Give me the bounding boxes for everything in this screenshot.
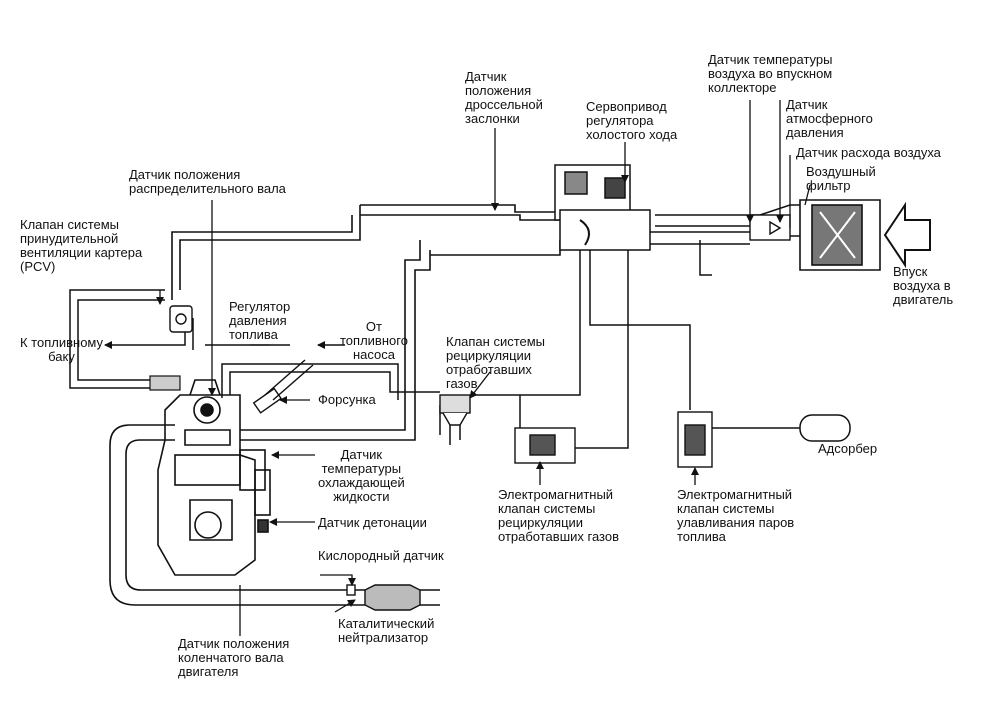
label-pcv: Клапан системы принудительной вентиляции…: [20, 217, 143, 274]
label-from-pump: От топливного насоса: [340, 319, 408, 362]
throttle-body-shape: [554, 164, 651, 251]
label-catalyst: Каталитический нейтрализатор: [338, 616, 435, 645]
label-baro: Датчик атмосферного давления: [786, 97, 873, 140]
label-cam: Датчик положения распределительного вала: [129, 167, 286, 196]
fuel-connector-shape: [149, 375, 181, 391]
label-air-filter: Воздушный фильтр: [806, 164, 876, 193]
egr-solenoid-shape: [514, 427, 576, 464]
label-tps: Датчик положения дроссельной заслонки: [465, 69, 543, 126]
o2-sensor-shape: [346, 584, 356, 596]
label-iat: Датчик температуры воздуха во впускном к…: [708, 52, 833, 95]
injector-shape: [252, 359, 314, 414]
catalyst-shape: [364, 584, 421, 611]
label-to-tank: К топливному баку: [20, 335, 104, 364]
label-injector: Форсунка: [318, 392, 376, 407]
label-egr-solenoid: Электромагнитный клапан системы рециркул…: [498, 487, 619, 544]
label-o2: Кислородный датчик: [318, 548, 444, 563]
engine-block: [157, 379, 271, 576]
label-iac: Сервопривод регулятора холостого хода: [586, 99, 678, 142]
egr-valve-shape: [439, 394, 471, 426]
air-filter-shape: [799, 199, 881, 271]
label-fuel-regulator: Регулятор давления топлива: [229, 299, 291, 342]
canister-line: [699, 240, 800, 429]
evap-solenoid-shape: [677, 411, 713, 468]
label-canister: Адсорбер: [818, 441, 878, 456]
intake-arrow: [883, 201, 931, 269]
label-egr-valve: Клапан системы рециркуляции отработавших…: [446, 334, 546, 391]
maf-shape: [749, 214, 791, 241]
label-intake: Впуск воздуха в двигатель: [893, 264, 954, 307]
fuel-lines: [205, 341, 440, 400]
label-evap-solenoid: Электромагнитный клапан системы улавлива…: [677, 487, 795, 544]
label-coolant: Датчик температуры охлаждающей жидкости: [318, 447, 405, 504]
pcv-valve-shape: [169, 305, 193, 333]
label-crank: Датчик положения коленчатого вала двигат…: [178, 636, 290, 679]
leader-lines: [156, 100, 811, 636]
label-knock: Датчик детонации: [318, 515, 427, 530]
label-maf: Датчик расхода воздуха: [796, 145, 941, 160]
exhaust-pipe: [109, 424, 440, 606]
canister-shape: [799, 414, 851, 442]
